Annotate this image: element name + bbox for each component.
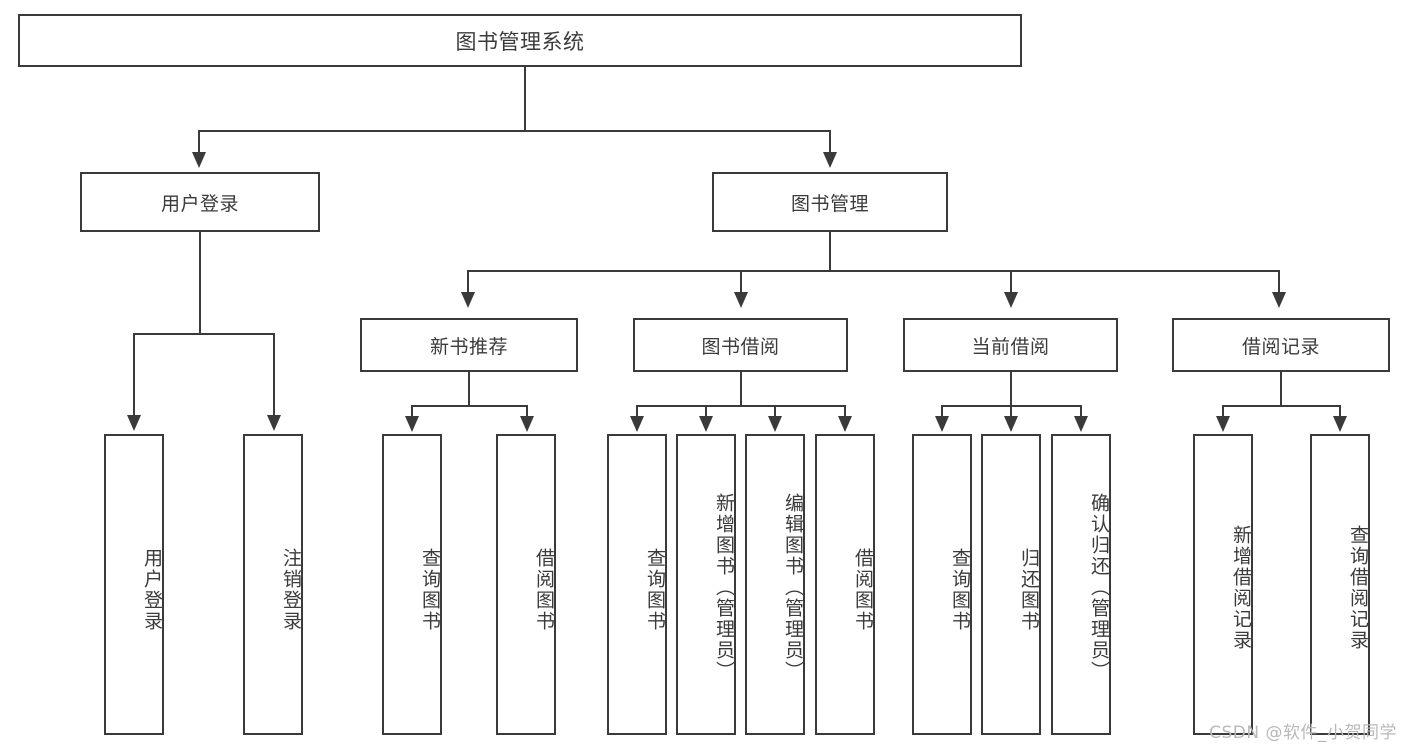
node-label: 用户登录 — [141, 547, 163, 632]
node-label: 编辑图书（管理员） — [782, 493, 804, 682]
leaf-cb-query-book[interactable]: 查询图书 — [912, 434, 972, 735]
node-borrow-record[interactable]: 借阅记录 — [1172, 318, 1390, 372]
arrowhead-to-borrow-record — [1272, 292, 1286, 308]
leaf-cb-confirm-return-admin[interactable]: 确认归还（管理员） — [1051, 434, 1111, 735]
node-book-borrow[interactable]: 图书借阅 — [633, 318, 848, 372]
node-label: 借阅图书 — [533, 547, 555, 632]
node-label: 注销登录 — [280, 547, 302, 632]
connector-borrow-record-distributor — [1222, 405, 1339, 407]
connector-cb-leaf-2 — [1010, 405, 1012, 419]
leaf-nbr-query-book[interactable]: 查询图书 — [382, 434, 442, 735]
node-label: 新增借阅记录 — [1230, 524, 1252, 651]
leaf-user-login-logout[interactable]: 注销登录 — [243, 434, 303, 735]
connector-bb-leaf-3 — [774, 405, 776, 419]
connector-root-to-book-management — [829, 130, 831, 155]
node-label: 归还图书 — [1018, 547, 1040, 632]
node-label: 当前借阅 — [971, 335, 1050, 358]
leaf-bb-add-book-admin[interactable]: 新增图书（管理员） — [676, 434, 736, 735]
connector-book-management-distributor — [467, 270, 1278, 272]
arrowhead-bb-leaf-4 — [838, 416, 852, 432]
node-label: 查询图书 — [949, 547, 971, 632]
connector-user-login-leaf-2 — [273, 333, 275, 418]
arrowhead-cb-leaf-1 — [935, 416, 949, 432]
connector-book-borrow-distributor — [636, 405, 844, 407]
arrowhead-user-login-leaf-1 — [127, 415, 141, 431]
node-label: 用户登录 — [160, 192, 239, 215]
node-label: 图书借阅 — [701, 335, 780, 358]
connector-book-borrow-stem — [740, 372, 742, 405]
arrowhead-to-new-book-recommend — [461, 292, 475, 308]
leaf-nbr-borrow-book[interactable]: 借阅图书 — [496, 434, 556, 735]
connector-nbr-leaf-2 — [526, 405, 528, 419]
node-book-management[interactable]: 图书管理 — [712, 172, 948, 232]
node-label: 借阅记录 — [1241, 335, 1320, 358]
arrowhead-br-leaf-2 — [1333, 416, 1347, 432]
arrowhead-nbr-leaf-2 — [520, 416, 534, 432]
node-label: 借阅图书 — [852, 547, 874, 632]
connector-cb-leaf-3 — [1080, 405, 1082, 419]
connector-to-current-borrow — [1010, 270, 1012, 295]
connector-new-book-recommend-stem — [468, 372, 470, 405]
leaf-br-add-record[interactable]: 新增借阅记录 — [1193, 434, 1253, 735]
node-root-book-management-system[interactable]: 图书管理系统 — [18, 14, 1022, 67]
node-label: 查询借阅记录 — [1347, 524, 1369, 651]
arrowhead-to-book-borrow — [734, 292, 748, 308]
connector-root-distributor — [198, 130, 830, 132]
arrowhead-bb-leaf-1 — [630, 416, 644, 432]
connector-current-borrow-stem — [1010, 372, 1012, 405]
connector-nbr-leaf-1 — [411, 405, 413, 419]
leaf-bb-edit-book-admin[interactable]: 编辑图书（管理员） — [745, 434, 805, 735]
node-label: 图书管理 — [790, 192, 869, 215]
connector-root-to-user-login — [198, 130, 200, 155]
arrowhead-to-current-borrow — [1004, 292, 1018, 308]
connector-cb-leaf-1 — [941, 405, 943, 419]
leaf-bb-query-book[interactable]: 查询图书 — [607, 434, 667, 735]
leaf-br-query-record[interactable]: 查询借阅记录 — [1310, 434, 1370, 735]
node-label: 图书管理系统 — [455, 29, 585, 54]
node-label: 新书推荐 — [429, 335, 508, 358]
connector-bb-leaf-4 — [844, 405, 846, 419]
connector-bb-leaf-1 — [636, 405, 638, 419]
connector-user-login-stem — [199, 232, 201, 333]
connector-borrow-record-stem — [1280, 372, 1282, 405]
node-new-book-recommend[interactable]: 新书推荐 — [360, 318, 578, 372]
arrowhead-br-leaf-1 — [1216, 416, 1230, 432]
connector-user-login-distributor — [133, 333, 273, 335]
connector-to-new-book-recommend — [467, 270, 469, 295]
connector-new-book-recommend-distributor — [411, 405, 526, 407]
connector-bb-leaf-2 — [705, 405, 707, 419]
connector-book-management-stem — [829, 232, 831, 270]
arrowhead-root-to-user-login — [192, 152, 206, 168]
arrowhead-root-to-book-management — [823, 152, 837, 168]
connector-to-book-borrow — [740, 270, 742, 295]
arrowhead-cb-leaf-3 — [1074, 416, 1088, 432]
connector-br-leaf-1 — [1222, 405, 1224, 419]
connector-br-leaf-2 — [1339, 405, 1341, 419]
connector-root-stem — [524, 67, 526, 130]
arrowhead-cb-leaf-2 — [1004, 416, 1018, 432]
node-label: 查询图书 — [644, 547, 666, 632]
arrowhead-bb-leaf-3 — [768, 416, 782, 432]
node-current-borrow[interactable]: 当前借阅 — [903, 318, 1118, 372]
arrowhead-bb-leaf-2 — [699, 416, 713, 432]
leaf-bb-borrow-book[interactable]: 借阅图书 — [815, 434, 875, 735]
arrowhead-nbr-leaf-1 — [405, 416, 419, 432]
node-user-login[interactable]: 用户登录 — [80, 172, 320, 232]
leaf-user-login-login[interactable]: 用户登录 — [104, 434, 164, 735]
node-label: 确认归还（管理员） — [1088, 493, 1110, 682]
arrowhead-user-login-leaf-2 — [267, 415, 281, 431]
leaf-cb-return-book[interactable]: 归还图书 — [981, 434, 1041, 735]
node-label: 新增图书（管理员） — [713, 493, 735, 682]
csdn-watermark: CSDN @软件_小贺同学 — [1209, 723, 1397, 743]
node-label: 查询图书 — [419, 547, 441, 632]
connector-to-borrow-record — [1278, 270, 1280, 295]
connector-user-login-leaf-1 — [133, 333, 135, 418]
